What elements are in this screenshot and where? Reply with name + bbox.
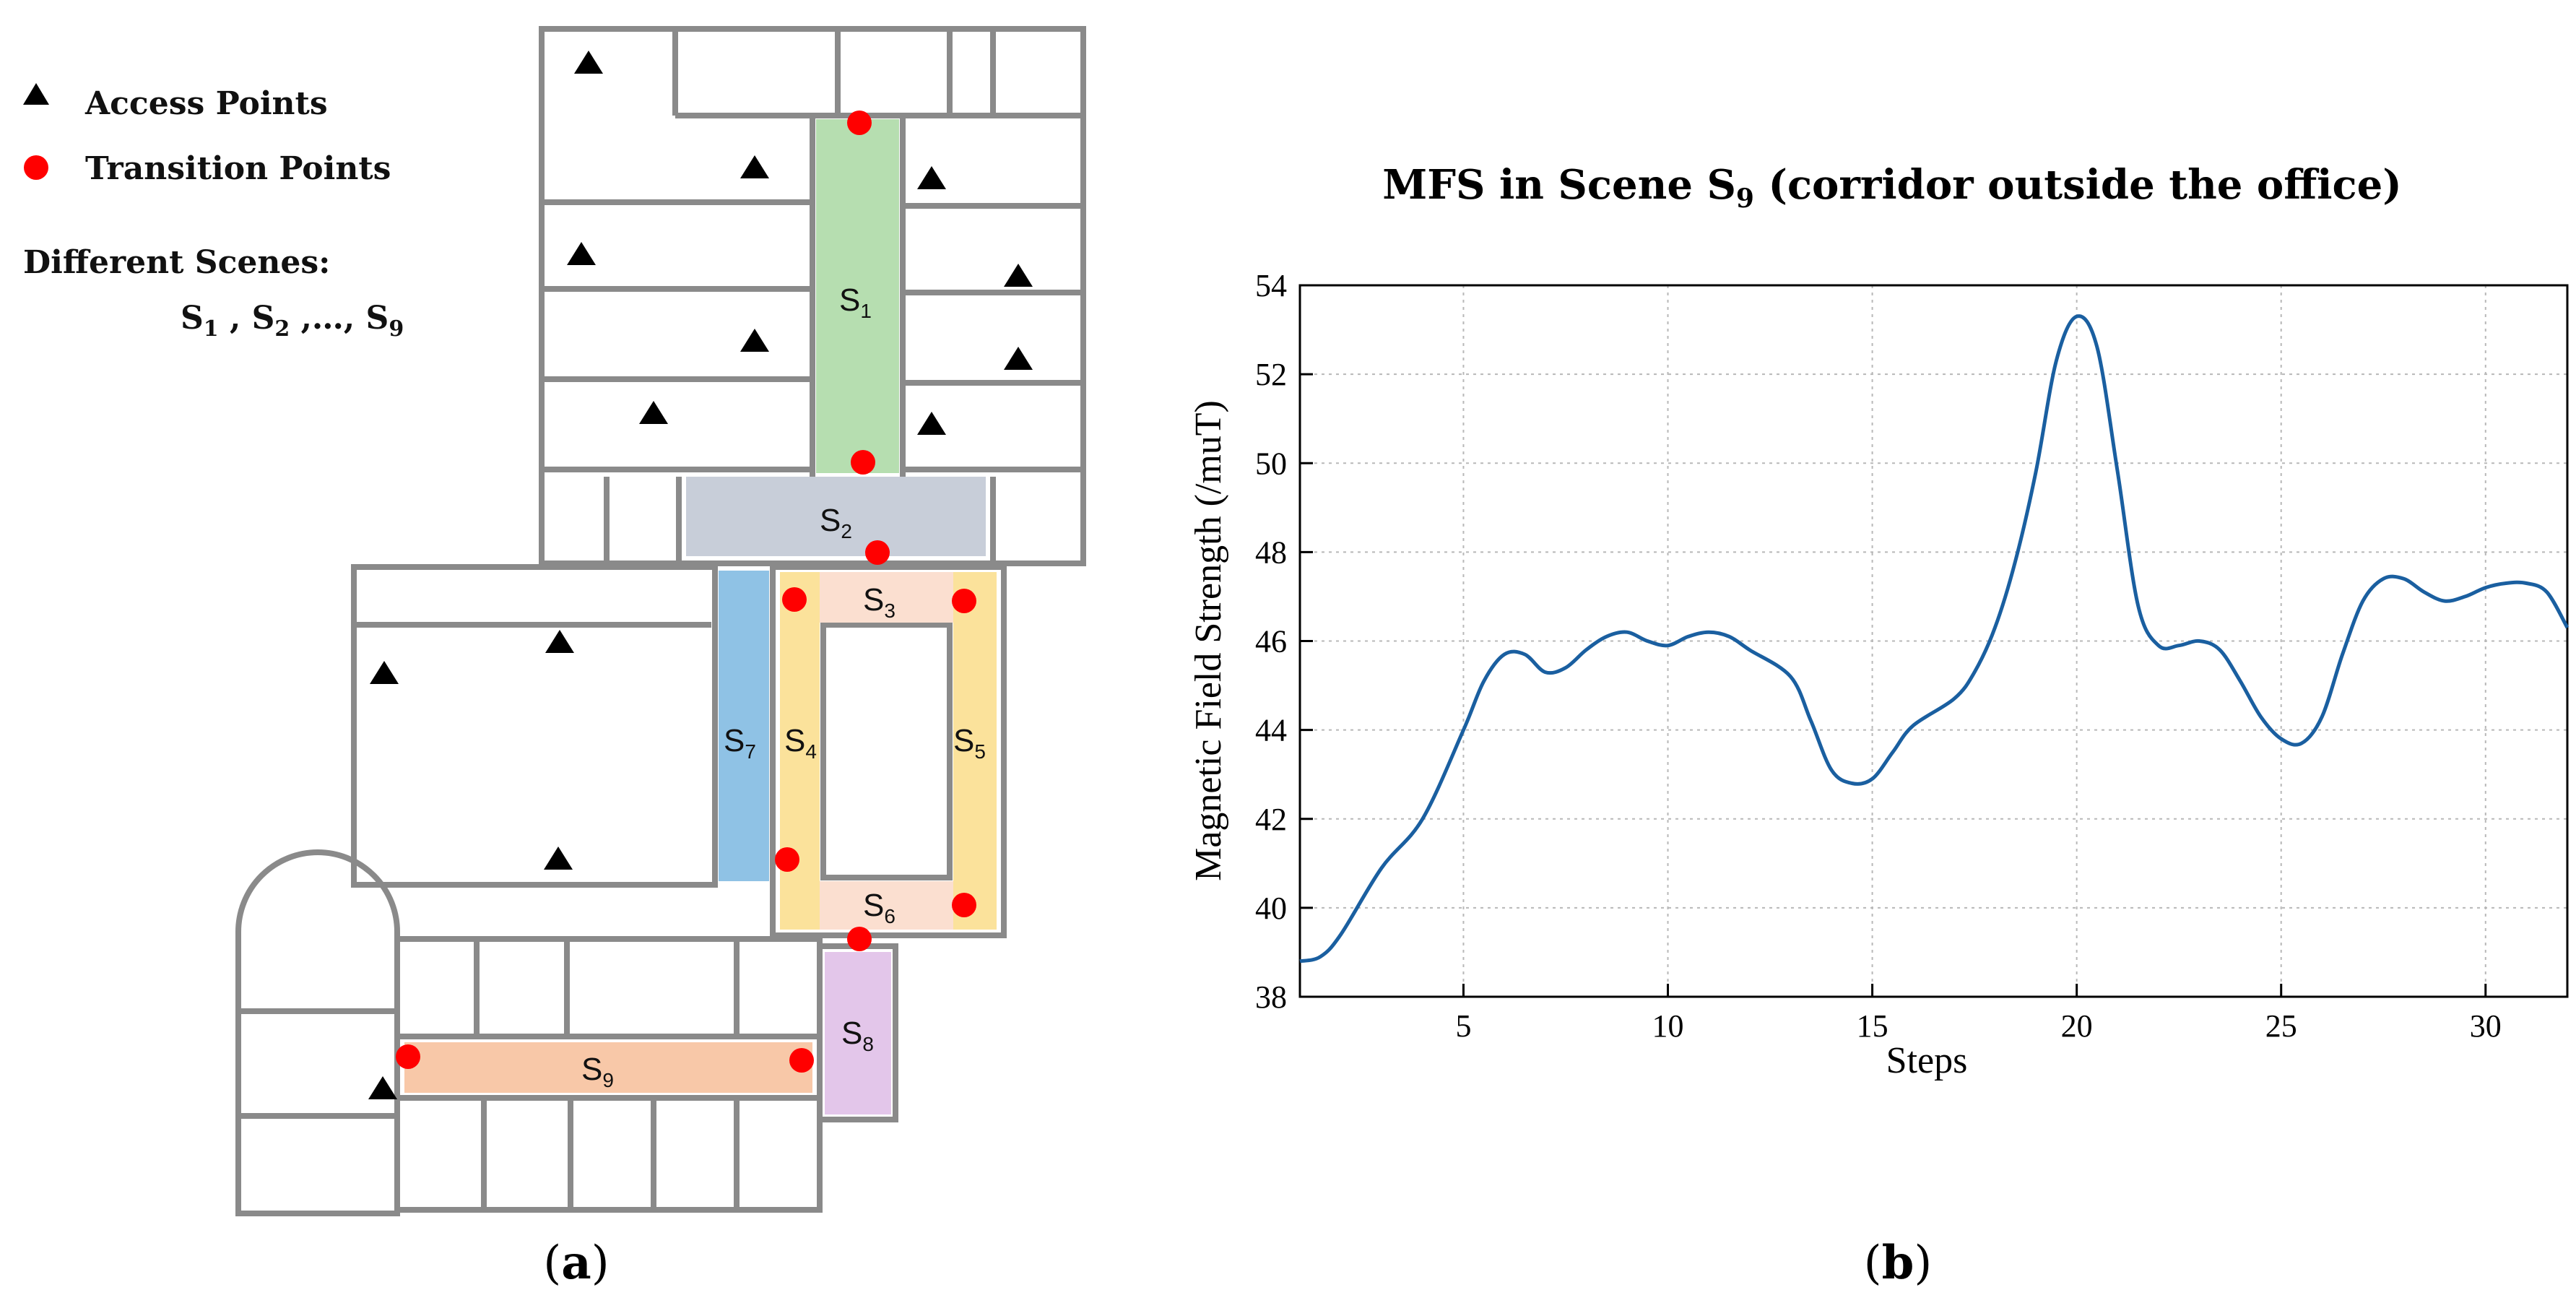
transition-point-marker <box>782 587 807 612</box>
y-tick-label: 50 <box>1255 446 1287 481</box>
scene-s1-region <box>816 119 899 473</box>
scene-s9-label: S9 <box>581 1052 614 1091</box>
access-point-legend-icon <box>23 83 49 105</box>
scene-s3-label: S3 <box>863 582 895 622</box>
y-tick-label: 54 <box>1255 268 1287 303</box>
access-point-marker <box>740 329 769 352</box>
y-tick-label: 42 <box>1255 802 1287 837</box>
legend: Access Points Transition Points Differen… <box>23 83 404 342</box>
scene-s7-region <box>719 571 769 881</box>
transition-point-marker <box>847 111 872 135</box>
transition-points <box>396 111 976 1073</box>
access-point-marker <box>544 847 573 870</box>
access-point-marker <box>567 242 596 265</box>
transition-point-marker <box>865 540 890 565</box>
building-walls <box>235 26 1086 1216</box>
legend-scenes-title: Different Scenes: <box>23 244 330 281</box>
transition-point-marker <box>847 927 872 951</box>
y-tick-label: 48 <box>1255 534 1287 570</box>
scene-s8-region <box>825 952 891 1114</box>
transition-point-marker <box>851 450 875 475</box>
x-tick-label: 20 <box>2061 1008 2093 1044</box>
access-point-marker <box>639 401 668 424</box>
scene-s7-label: S7 <box>724 723 756 763</box>
y-axis-ticks: 38 40 42 44 46 48 50 52 54 <box>1255 268 1313 1015</box>
scene-s6-region <box>820 881 953 930</box>
scene-s5-region <box>953 572 997 930</box>
x-axis-label: Steps <box>1886 1040 1968 1081</box>
access-point-marker <box>370 661 399 684</box>
access-point-marker <box>917 166 946 189</box>
transition-point-marker <box>952 893 976 917</box>
transition-point-marker <box>789 1048 814 1073</box>
scene-labels: S1 S2 S3 S4 S5 S6 S7 S8 S9 <box>581 282 986 1091</box>
x-tick-label: 10 <box>1652 1008 1684 1044</box>
legend-transition-points-label: Transition Points <box>85 150 391 187</box>
access-point-marker <box>1004 264 1033 287</box>
scene-s8-label: S8 <box>841 1016 874 1055</box>
y-tick-label: 40 <box>1255 891 1287 926</box>
scene-s6-label: S6 <box>863 888 895 927</box>
access-point-marker <box>368 1076 397 1099</box>
y-axis-label: Magnetic Field Strength (/muT) <box>1188 400 1229 881</box>
transition-point-marker <box>952 589 976 613</box>
scene-s2-label: S2 <box>820 503 852 542</box>
x-tick-label: 15 <box>1857 1008 1888 1044</box>
access-points <box>368 51 1033 1099</box>
access-point-marker <box>1004 347 1033 370</box>
transition-point-marker <box>775 847 799 872</box>
chart-title: MFS in Scene S9 (corridor outside the of… <box>1382 161 2401 214</box>
access-point-marker <box>917 412 946 435</box>
scene-s5-label: S5 <box>953 723 986 763</box>
caption-b: (b) <box>1864 1236 1933 1290</box>
access-point-marker <box>545 630 574 653</box>
scene-s9-region <box>404 1042 812 1093</box>
access-point-marker <box>574 51 603 74</box>
mfs-series-line <box>1299 314 2570 964</box>
transition-point-marker <box>396 1044 420 1069</box>
legend-scenes-list: S1 , S2 ,…, S9 <box>181 300 404 342</box>
transition-point-legend-icon <box>24 155 48 180</box>
scene-s2-region <box>686 477 986 556</box>
x-tick-label: 25 <box>2265 1008 2297 1044</box>
x-axis-ticks: 5 10 15 20 25 30 <box>1455 984 2502 1044</box>
y-tick-label: 44 <box>1255 713 1287 748</box>
x-tick-label: 5 <box>1455 1008 1471 1044</box>
access-point-marker <box>740 155 769 178</box>
floor-plan-panel: Access Points Transition Points Differen… <box>23 26 1086 1290</box>
scene-s1-label: S1 <box>839 282 872 322</box>
y-tick-label: 52 <box>1255 357 1287 392</box>
scene-regions <box>404 119 997 1114</box>
y-tick-label: 46 <box>1255 624 1287 659</box>
scene-s4-label: S4 <box>784 723 817 763</box>
caption-a: (a) <box>543 1236 609 1290</box>
y-tick-label: 38 <box>1255 979 1287 1015</box>
legend-access-points-label: Access Points <box>84 85 328 122</box>
mfs-line-chart: MFS in Scene S9 (corridor outside the of… <box>1188 161 2570 1290</box>
x-tick-label: 30 <box>2470 1008 2502 1044</box>
chart-gridlines <box>1300 285 2567 997</box>
